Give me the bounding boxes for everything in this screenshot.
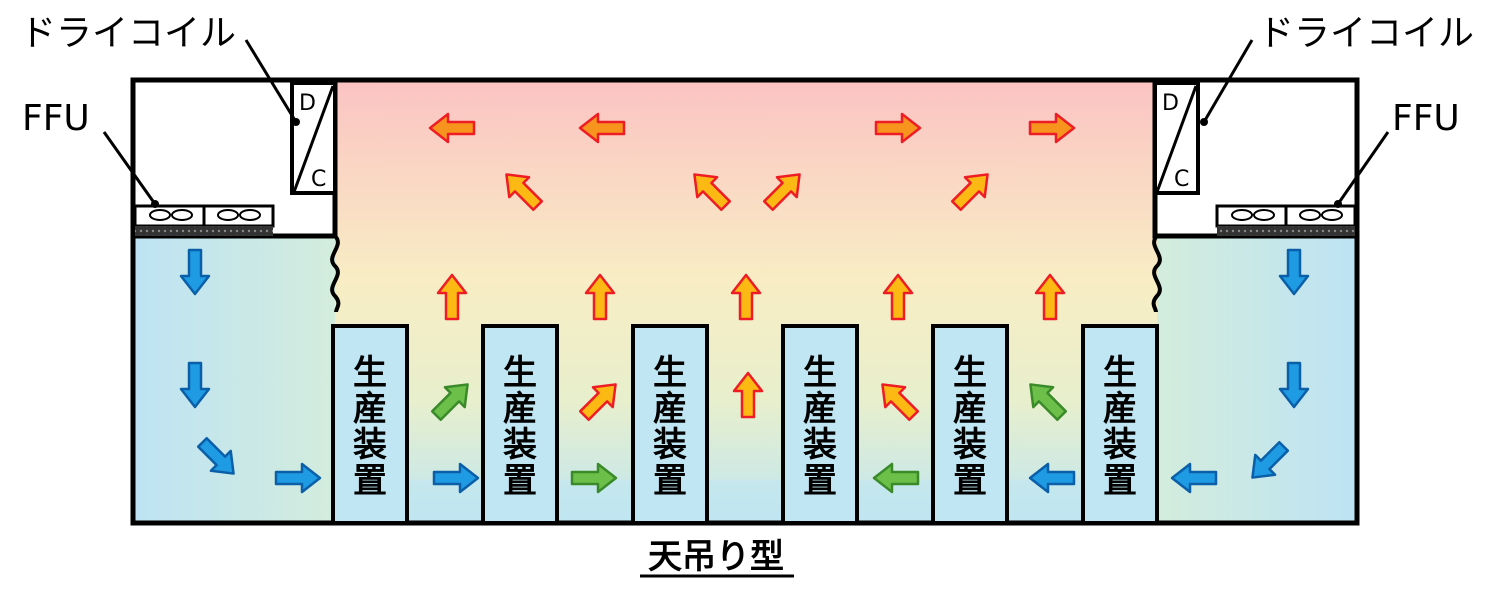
airflow-arrow-yellow	[762, 173, 801, 212]
room-outline	[130, 77, 1360, 526]
label-dry-coil-left: ドライコイル	[20, 13, 236, 54]
diagram-caption: 天吊り型	[648, 537, 784, 577]
leader-ffu-right	[1336, 131, 1390, 205]
equipment-label-1: 生産装置	[353, 353, 387, 501]
coil-label-top: D	[299, 91, 316, 116]
curtain-left	[330, 234, 341, 313]
equipment-label-6: 生産装置	[1103, 353, 1137, 501]
equipment-2: 生産装置	[481, 324, 559, 525]
airflow-arrow-blue	[1278, 361, 1310, 409]
label-ffu-right: FFU	[1392, 98, 1460, 139]
leader-dry-coil-right	[1202, 39, 1254, 123]
airflow-arrow-blue	[196, 436, 235, 475]
equipment-1: 生産装置	[331, 324, 409, 525]
equipment-6: 生産装置	[1081, 324, 1159, 525]
dry-coil-left: D C	[290, 81, 337, 195]
airflow-arrow-yellow	[882, 273, 914, 321]
airflow-arrow-yellow	[881, 383, 920, 422]
leader-dot-dry-coil-right	[1200, 118, 1208, 126]
airflow-arrow-red	[428, 112, 476, 144]
airflow-arrow-yellow	[1034, 273, 1066, 321]
leader-ffu-left	[102, 131, 157, 205]
airflow-arrow-green	[872, 462, 920, 494]
coil-label-bottom: C	[311, 167, 326, 192]
airflow-arrow-yellow	[732, 371, 764, 419]
label-dry-coil-right: ドライコイル	[1258, 13, 1474, 54]
airflow-arrow-yellow	[693, 173, 732, 212]
airflow-arrow-yellow	[730, 273, 762, 321]
equipment-label-4: 生産装置	[803, 353, 837, 501]
equipment-3: 生産装置	[631, 324, 709, 525]
airflow-arrow-blue	[1028, 462, 1076, 494]
ffu-left	[133, 204, 275, 236]
airflow-arrow-blue	[179, 361, 211, 409]
airflow-arrows	[179, 112, 1310, 494]
equipment-label-3: 生産装置	[653, 353, 687, 501]
leader-dry-coil-left	[244, 39, 298, 123]
airflow-arrow-yellow	[584, 273, 616, 321]
label-ffu-left: FFU	[22, 98, 90, 139]
airflow-arrow-red	[578, 112, 626, 144]
equipment-label-2: 生産装置	[503, 353, 537, 501]
airflow-arrow-red	[1028, 112, 1076, 144]
airflow-arrow-blue	[1170, 462, 1218, 494]
airflow-arrow-blue	[274, 462, 322, 494]
curtain-right	[1151, 234, 1162, 313]
airflow-arrow-yellow	[436, 273, 468, 321]
airflow-arrow-yellow	[950, 173, 989, 212]
coil-label-bottom: C	[1174, 167, 1189, 192]
airflow-arrow-yellow	[578, 383, 617, 422]
airflow-arrow-green	[570, 462, 618, 494]
airflow-arrow-yellow	[505, 173, 544, 212]
airflow-arrow-blue	[432, 462, 480, 494]
leader-dot-ffu-left	[151, 200, 159, 208]
coil-label-top: D	[1162, 91, 1179, 116]
leader-dot-ffu-right	[1334, 200, 1342, 208]
airflow-arrow-blue	[1278, 248, 1310, 296]
leader-dot-dry-coil-left	[292, 118, 300, 126]
airflow-arrow-green	[1029, 383, 1068, 422]
dry-coil-right: D C	[1153, 81, 1200, 195]
airflow-arrow-blue	[179, 248, 211, 296]
ffu-right	[1215, 204, 1357, 236]
airflow-arrow-blue	[1251, 440, 1290, 479]
airflow-arrow-green	[430, 383, 469, 422]
airflow-arrow-red	[874, 112, 922, 144]
bottom-floor-zone	[335, 480, 1157, 523]
equipment-5: 生産装置	[931, 324, 1009, 525]
equipment-4: 生産装置	[781, 324, 859, 525]
equipment-label-5: 生産装置	[953, 353, 987, 501]
